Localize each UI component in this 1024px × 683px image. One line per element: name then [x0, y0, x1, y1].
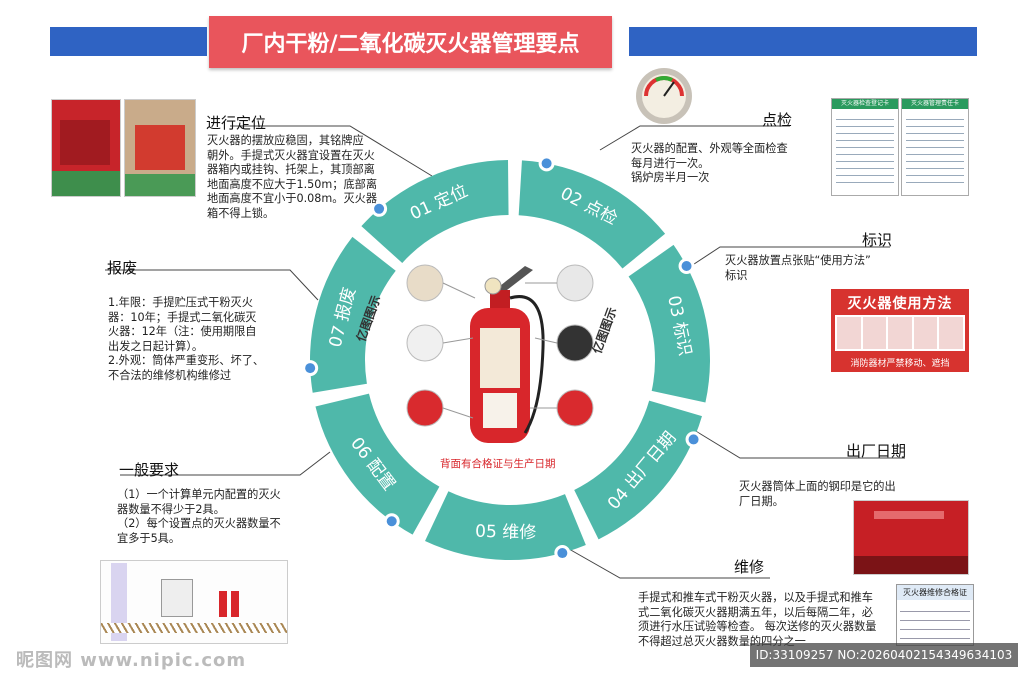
date-text: 灭火器筒体上面的钢印是它的出 厂日期。: [739, 480, 896, 508]
positioning-photo-1: [51, 99, 121, 197]
callout-repair: [561, 544, 770, 579]
watermark-right: ID:33109257 NO:20260402154349634103: [750, 643, 1018, 667]
marking-text: 灭火器放置点张贴“使用方法” 标识: [725, 254, 871, 282]
usage-sign: 灭火器使用方法 消防器材严禁移动、遮挡: [831, 289, 969, 372]
date-photo: [853, 500, 969, 575]
inspection-title: 点检: [762, 111, 793, 129]
config-drawing: [100, 560, 288, 644]
repair-title: 维修: [734, 558, 765, 576]
callout-config: [120, 451, 331, 476]
center-illustration: [395, 258, 605, 473]
ring-dot-3: [681, 261, 692, 272]
ring-segment-3: [628, 244, 710, 403]
repair-text: 手提式和推车式干粉灭火器，以及手提式和推车 式二氧化碳灭火器期满五年，以后每隔二…: [638, 591, 877, 648]
ring-dot-4: [688, 434, 699, 445]
watermark-left: 昵图网 www.nipic.com: [16, 650, 247, 671]
ring-dot-2: [541, 158, 552, 169]
ring-segment-7: [309, 236, 396, 393]
date-title: 出厂日期: [846, 442, 907, 460]
callout-scrap: [105, 269, 319, 301]
extinguisher-icon: [406, 264, 594, 443]
ring-dot-5: [557, 548, 568, 559]
page-title: 厂内干粉/二氧化碳灭火器管理要点: [209, 16, 612, 68]
ring-dot-6: [386, 516, 397, 527]
config-title: 一般要求: [119, 461, 180, 479]
inspection-card-right: 灭火器管理责任卡: [901, 98, 969, 196]
center-caption: 背面有合格证与生产日期: [440, 458, 556, 470]
repair-label-card: 灭火器维修合格证: [896, 584, 974, 646]
scrap-text: 1.年限：手提贮压式干粉灭火 器：10年；手提式二氧化碳灭 火器：12年（注：使…: [108, 296, 265, 382]
positioning-photo-2: [124, 99, 196, 197]
callout-marking: [687, 246, 890, 269]
marking-title: 标识: [862, 231, 893, 249]
top-bar-left: [50, 27, 207, 56]
positioning-title: 进行定位: [206, 114, 267, 132]
callout-inspection: [599, 125, 790, 151]
ring-segment-2: [518, 160, 666, 269]
ring-segment-4: [574, 400, 702, 540]
ring-label-5: 05 维修: [475, 522, 537, 544]
ring-dot-7: [305, 363, 316, 374]
ring-segment-1: [361, 160, 509, 263]
scrap-title: 报废: [107, 259, 138, 277]
positioning-text: 灭火器的摆放应稳固，其铭牌应 朝外。手提式灭火器宜设置在灭火 器箱内或挂钩、托架…: [207, 134, 378, 220]
config-text: （1）一个计算单元内配置的灭火 器数量不得少于2具。 （2）每个设置点的灭火器数…: [117, 488, 281, 545]
ring-dot-1: [374, 203, 385, 214]
ring-segment-5: [425, 491, 586, 560]
pressure-gauge-photo: [634, 66, 694, 126]
callout-positioning: [230, 125, 433, 177]
callout-date: [693, 429, 905, 459]
ring-segment-6: [315, 393, 440, 535]
inspection-card-left: 灭火器检查登记卡: [831, 98, 899, 196]
inspection-text: 灭火器的配置、外观等全面检查 每月进行一次。 锅炉房半月一次: [631, 142, 788, 184]
top-bar-right: [629, 27, 977, 56]
